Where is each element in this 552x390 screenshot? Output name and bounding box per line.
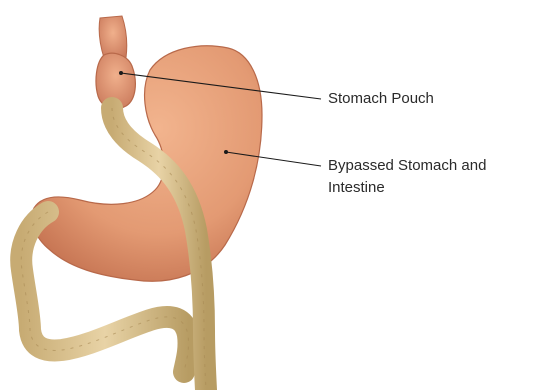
bypassed-stomach-label: Bypassed Stomach and Intestine <box>328 155 486 199</box>
bypassed-label-line-1: Bypassed Stomach and <box>328 155 486 177</box>
stomach-pouch-label: Stomach Pouch <box>328 88 434 110</box>
esophagus <box>99 16 127 58</box>
stomach-pouch-leader-dot <box>119 71 123 75</box>
bypassed-leader-dot <box>224 150 228 154</box>
bypassed-label-line-2: Intestine <box>328 177 486 199</box>
